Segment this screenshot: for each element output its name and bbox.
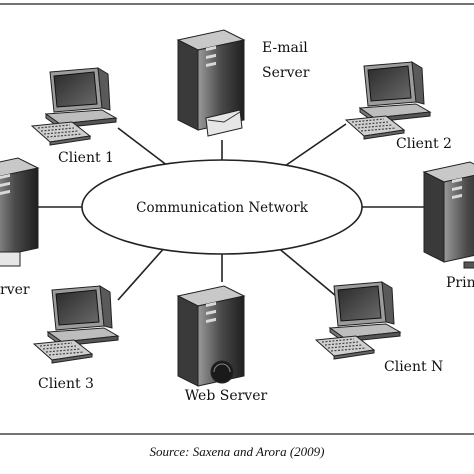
printer-label: Prin [446, 275, 474, 291]
left-server-icon [0, 157, 39, 267]
link-client3 [117, 245, 167, 301]
source-caption: Source: Saxena and Arora (2009) [149, 444, 325, 459]
printer-icon [423, 161, 474, 269]
client2-label: Client 2 [396, 136, 452, 152]
client3-label: Client 3 [38, 376, 94, 392]
link-clientN [275, 245, 337, 297]
left-server-node: rver [0, 157, 39, 298]
email-server-icon [177, 29, 245, 137]
client2-node: Client 2 [345, 61, 452, 152]
email-server-node: E-mail Server [177, 29, 310, 137]
email-server-label-line2: Server [262, 65, 310, 81]
clientN-node: Client N [315, 281, 443, 375]
email-server-label-line1: E-mail [262, 40, 308, 56]
client1-node: Client 1 [31, 67, 117, 166]
web-server-node: Web Server [177, 285, 268, 404]
connection-lines [36, 123, 426, 301]
printer-node: Prin [423, 161, 474, 291]
client2-icon [345, 61, 431, 140]
web-server-label: Web Server [185, 388, 268, 404]
client3-icon [33, 285, 119, 364]
clientN-label: Client N [384, 359, 443, 375]
hub-label: Communication Network [136, 200, 309, 216]
link-client1 [117, 127, 169, 167]
client1-label: Client 1 [58, 150, 114, 166]
clientN-icon [315, 281, 401, 360]
client3-node: Client 3 [33, 285, 119, 392]
web-server-icon [177, 285, 245, 387]
communication-network-hub: Communication Network [81, 159, 363, 255]
link-client2 [281, 123, 347, 169]
client1-icon [31, 67, 117, 146]
left-server-label: rver [0, 282, 30, 298]
